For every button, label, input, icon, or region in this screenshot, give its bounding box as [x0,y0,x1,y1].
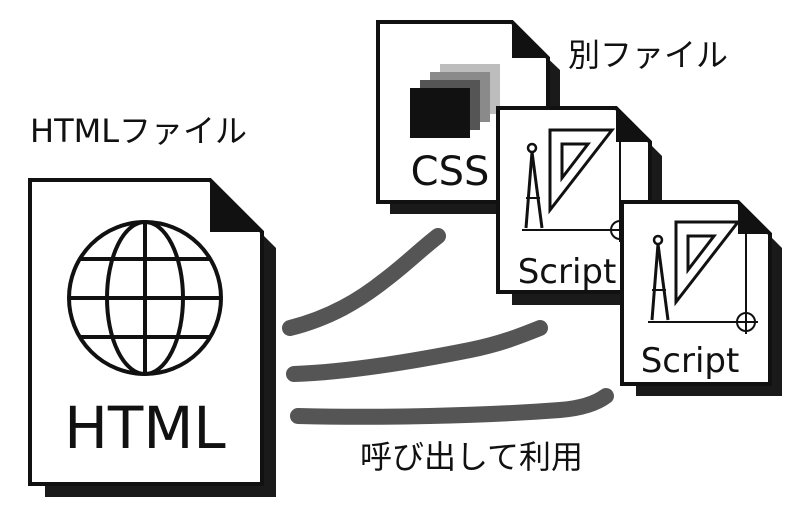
stroke-to-script-2 [290,388,614,425]
html-file-document: HTML [28,178,276,497]
html-file-label: HTML [64,394,225,462]
css-file-dogear [512,22,548,58]
script-file-2-label: Script [641,341,740,381]
call-and-use-label: 呼び出して利用 [360,438,583,476]
separate-file-title: 別ファイル [568,36,728,74]
html-file-dogear [210,180,262,232]
stacked-squares-icon [410,64,500,138]
css-file-label: CSS [411,149,490,195]
script-file-1-label: Script [518,252,617,292]
connection-strokes [282,228,614,425]
globe-icon [67,220,223,376]
script-file-1-dogear [616,108,650,142]
script-file-2-document: Script [620,200,782,396]
stroke-to-script-1 [286,320,548,382]
html-file-title: HTMLファイル [30,112,247,150]
stroke-to-css [282,228,446,336]
